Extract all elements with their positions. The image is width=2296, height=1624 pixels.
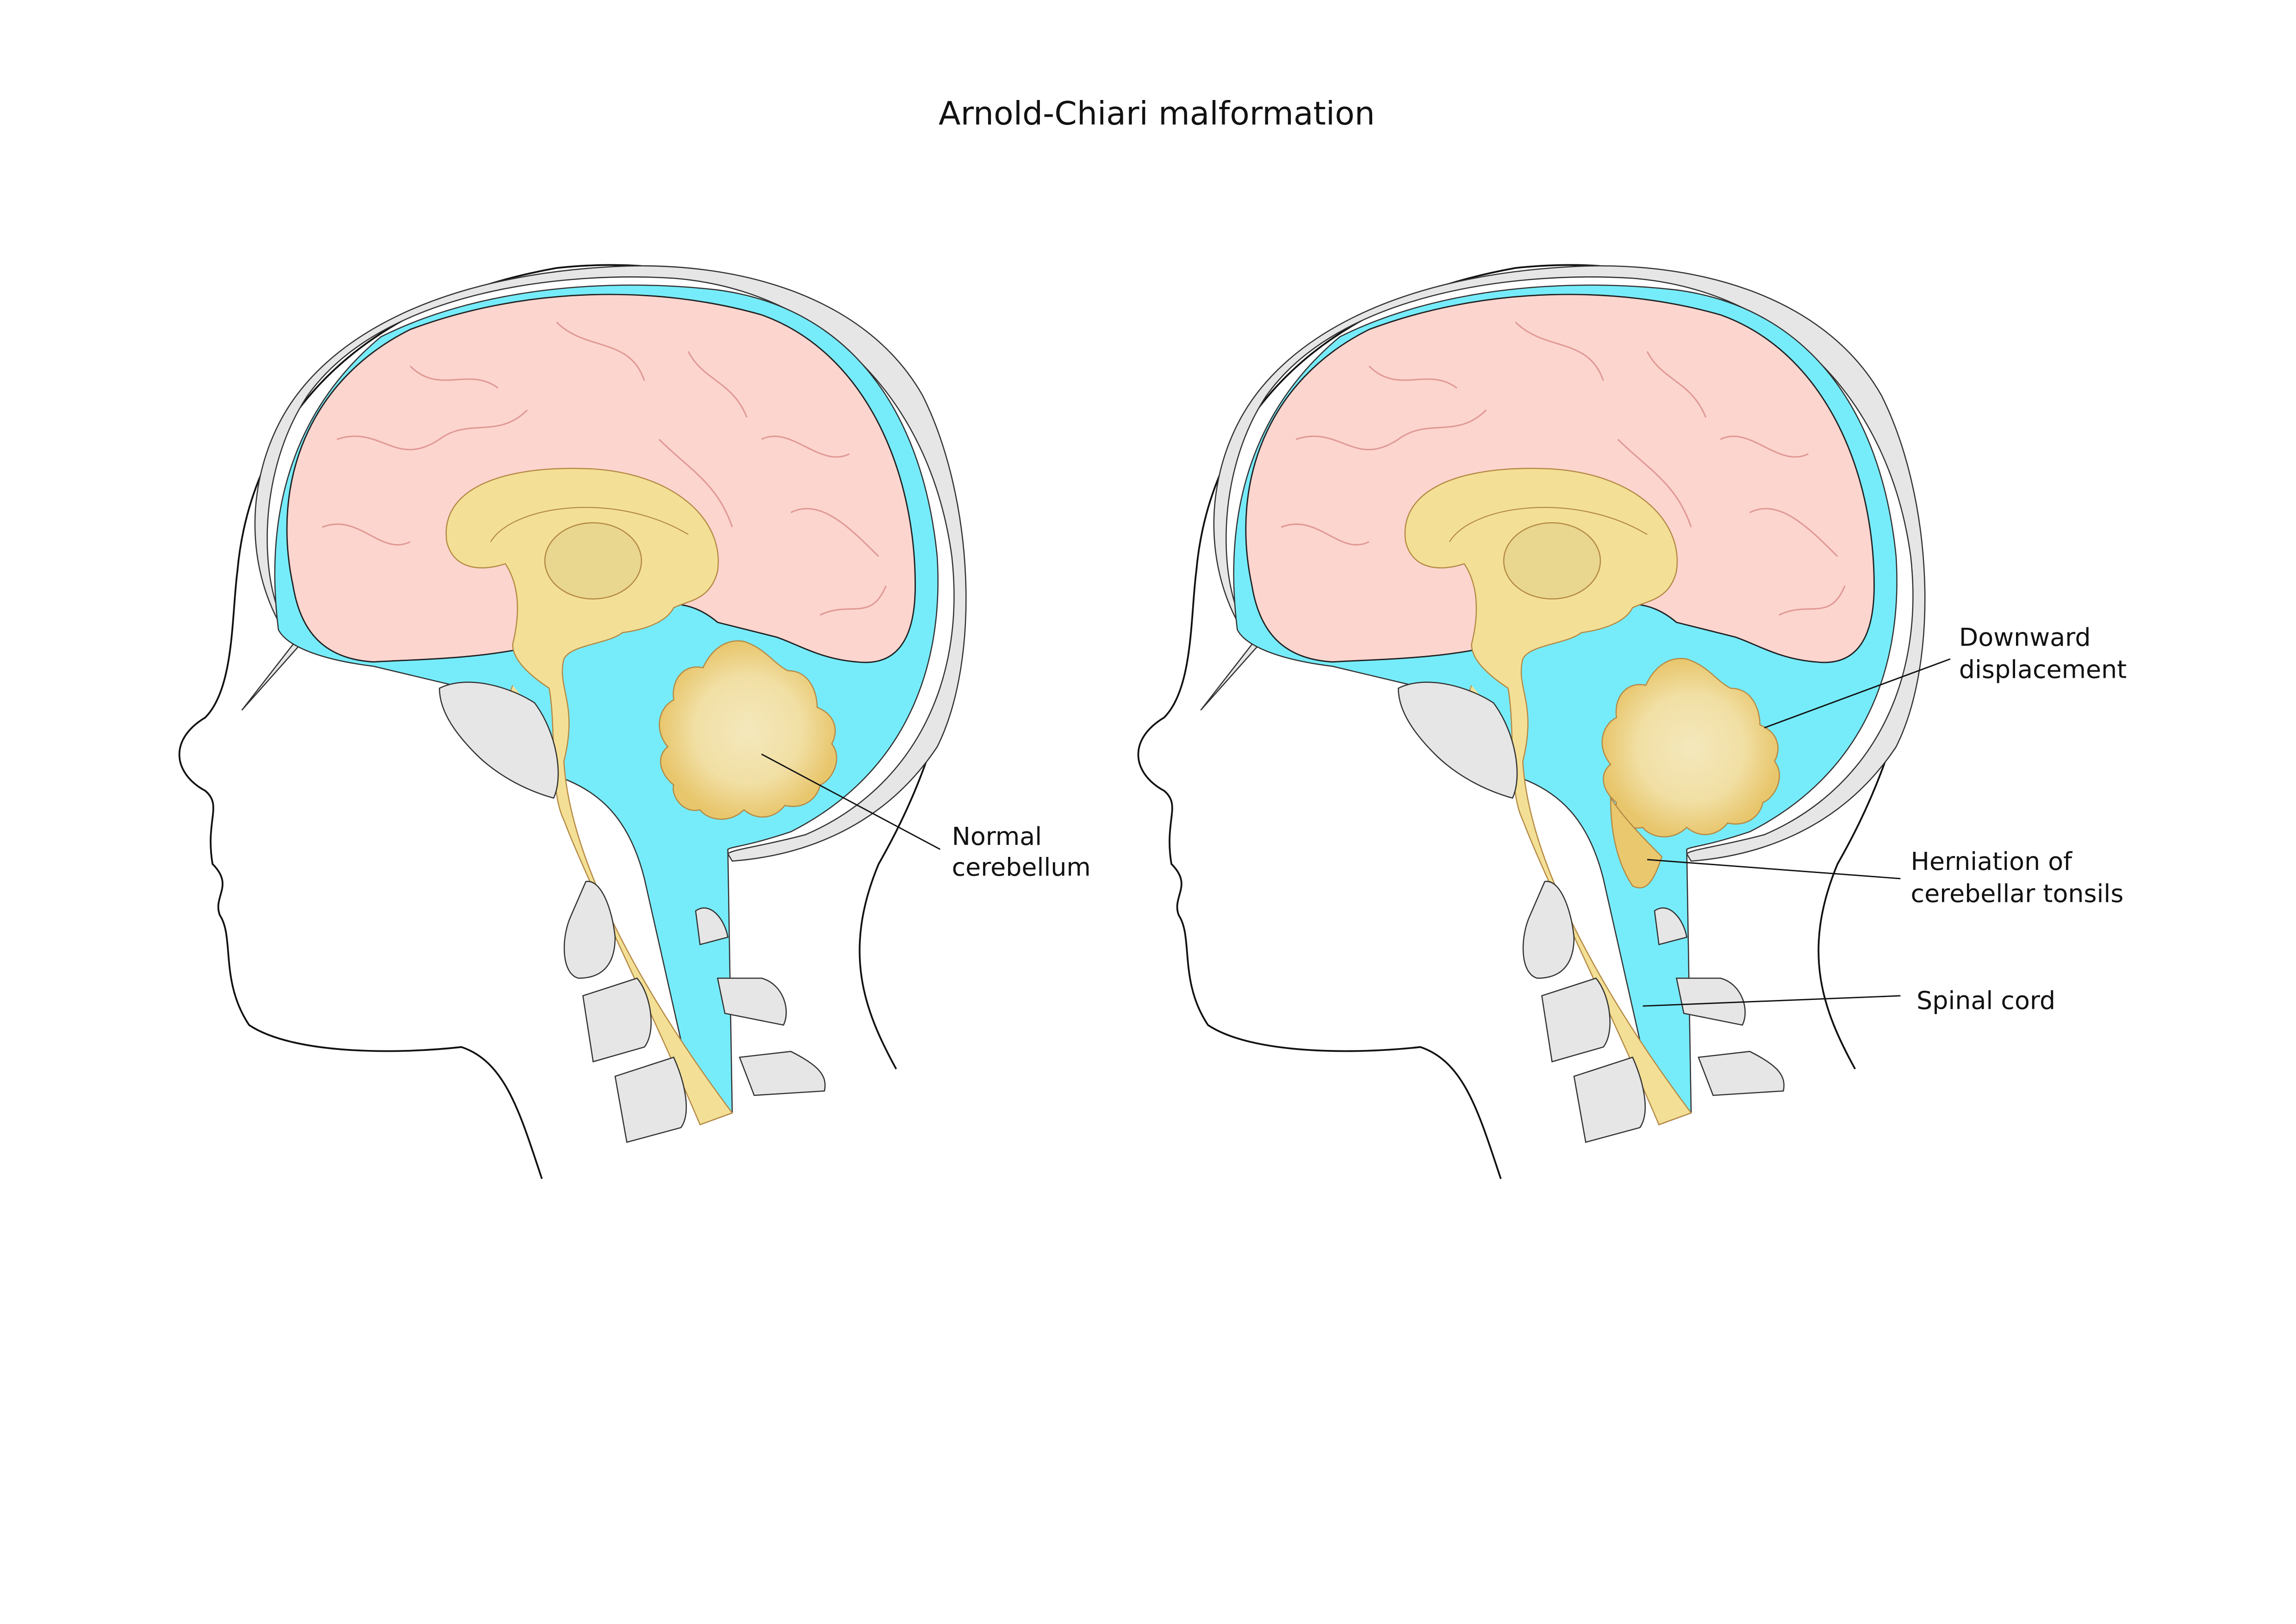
herniation-label: Herniation of xyxy=(1911,847,2073,876)
leader-line xyxy=(761,753,940,850)
downward-displacement-label-2: displacement xyxy=(1959,655,2127,684)
normal-cerebellum-label: Normal xyxy=(952,822,1042,851)
herniation-label-2: cerebellar tonsils xyxy=(1911,879,2124,908)
herniated-tonsils xyxy=(1610,796,1663,889)
diagram-title: Arnold-Chiari malformation xyxy=(939,95,1375,132)
downward-displacement-label: Downward xyxy=(1959,623,2091,652)
leader-lines xyxy=(1643,658,1951,1007)
chiari-head-illustration xyxy=(1137,264,1926,1180)
normal-cerebellum-label-2: cerebellum xyxy=(952,853,1091,882)
normal-head-illustration xyxy=(178,264,967,1180)
spinal-cord-label: Spinal cord xyxy=(1916,986,2055,1015)
